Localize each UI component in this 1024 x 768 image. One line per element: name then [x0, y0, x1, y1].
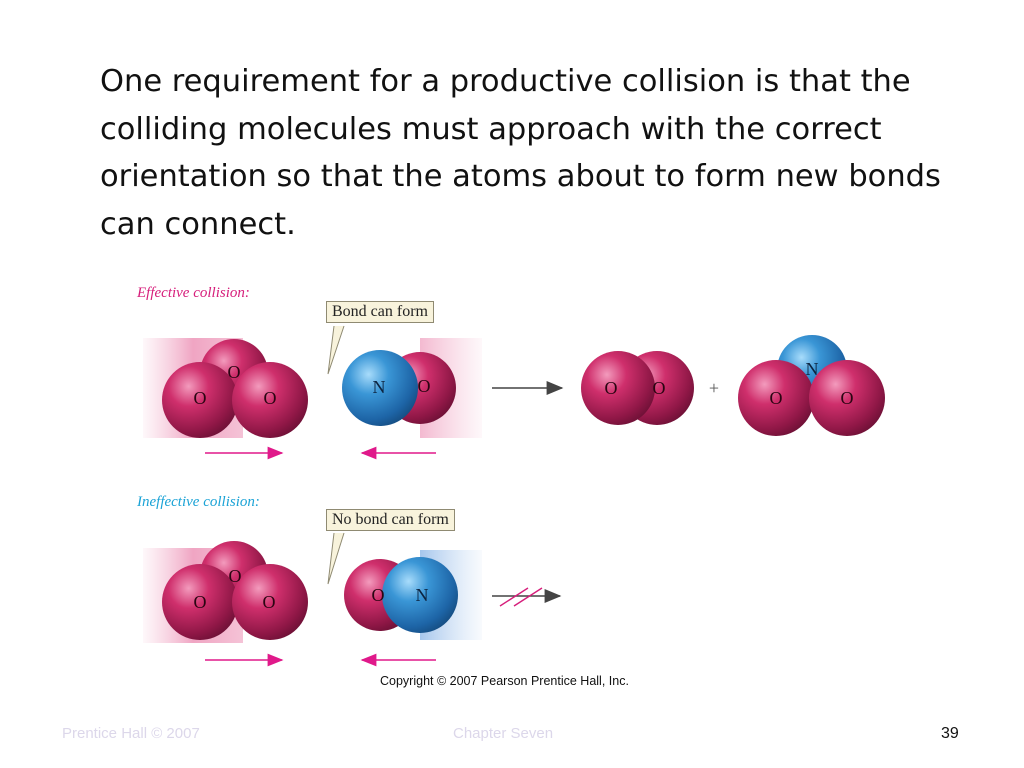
- atom-label: O: [194, 592, 207, 612]
- plus-sign: +: [709, 378, 719, 398]
- atom-label: N: [416, 585, 429, 605]
- atom-label: O: [263, 592, 276, 612]
- copyright-notice: Copyright © 2007 Pearson Prentice Hall, …: [380, 674, 629, 688]
- ozone-molecule-effective: O O O: [162, 339, 308, 438]
- nitric-oxide-molecule-ineffective: O N: [344, 557, 458, 633]
- footer-publisher: Prentice Hall © 2007: [62, 725, 200, 742]
- nitrogen-dioxide-product-molecule: N O O: [738, 335, 885, 436]
- footer-chapter: Chapter Seven: [453, 725, 554, 742]
- ozone-molecule-ineffective: O O O: [162, 541, 308, 640]
- atom-label: O: [264, 388, 277, 408]
- ineffective-collision-label: Ineffective collision:: [137, 494, 260, 510]
- slide-number: 39: [941, 725, 959, 742]
- atom-label: O: [228, 362, 241, 382]
- atom-label: O: [770, 388, 783, 408]
- atom-label: O: [229, 566, 242, 586]
- callout-pointer-effective: [327, 325, 345, 375]
- nitric-oxide-molecule-effective: N O: [342, 350, 456, 426]
- oxygen-product-molecule: O O: [581, 351, 694, 425]
- effective-collision-label: Effective collision:: [137, 285, 250, 301]
- callout-pointer-ineffective: [327, 532, 345, 585]
- atom-label: O: [653, 378, 666, 398]
- no-bond-can-form-callout-overlay: No bond can form: [326, 509, 455, 531]
- atom-label: O: [841, 388, 854, 408]
- atom-label: N: [806, 359, 819, 379]
- atom-label: O: [372, 585, 385, 605]
- bond-can-form-callout-overlay: Bond can form: [326, 301, 434, 323]
- atom-label: O: [194, 388, 207, 408]
- atom-label: O: [418, 376, 431, 396]
- atom-label: N: [373, 377, 386, 397]
- blocked-reaction-arrow: [492, 587, 562, 607]
- atom-label: O: [605, 378, 618, 398]
- slide-body-text: One requirement for a productive collisi…: [100, 64, 941, 242]
